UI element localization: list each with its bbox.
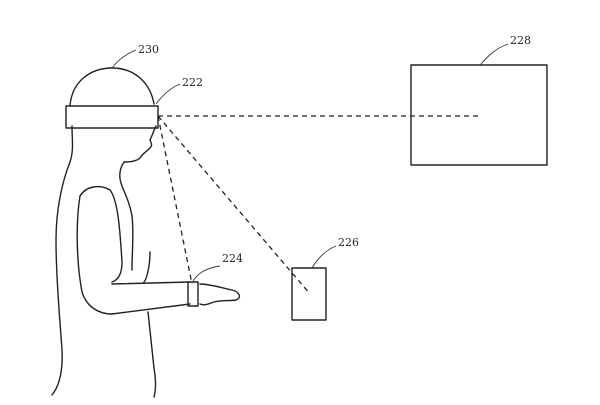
- forearm-top: [111, 281, 191, 285]
- leader-228: [479, 43, 509, 66]
- label-228: 228: [510, 34, 531, 47]
- wrist-device: [187, 281, 199, 307]
- label-222: 222: [182, 76, 203, 89]
- person-silhouette: [51, 67, 241, 398]
- leader-224: [192, 265, 221, 283]
- face-outline: [123, 125, 157, 163]
- leader-222: [155, 83, 181, 105]
- leader-226: [311, 245, 337, 269]
- label-230: 230: [138, 43, 159, 56]
- front-outline: [143, 251, 157, 398]
- display-device: [410, 64, 548, 166]
- label-226: 226: [338, 236, 359, 249]
- head-outline: [69, 67, 155, 107]
- torso-inner: [79, 185, 123, 283]
- headset-band: [65, 105, 159, 129]
- label-224: 224: [222, 252, 243, 265]
- sight-lines: [157, 115, 482, 295]
- sight-line-phone: [157, 115, 311, 295]
- hand-outline: [199, 283, 241, 306]
- leader-230: [111, 49, 137, 69]
- sight-line-wrist: [157, 115, 193, 285]
- phone-device: [291, 267, 327, 321]
- upper-arm-outline: [76, 195, 191, 315]
- neck-outline: [119, 161, 134, 271]
- back-outline: [51, 125, 74, 396]
